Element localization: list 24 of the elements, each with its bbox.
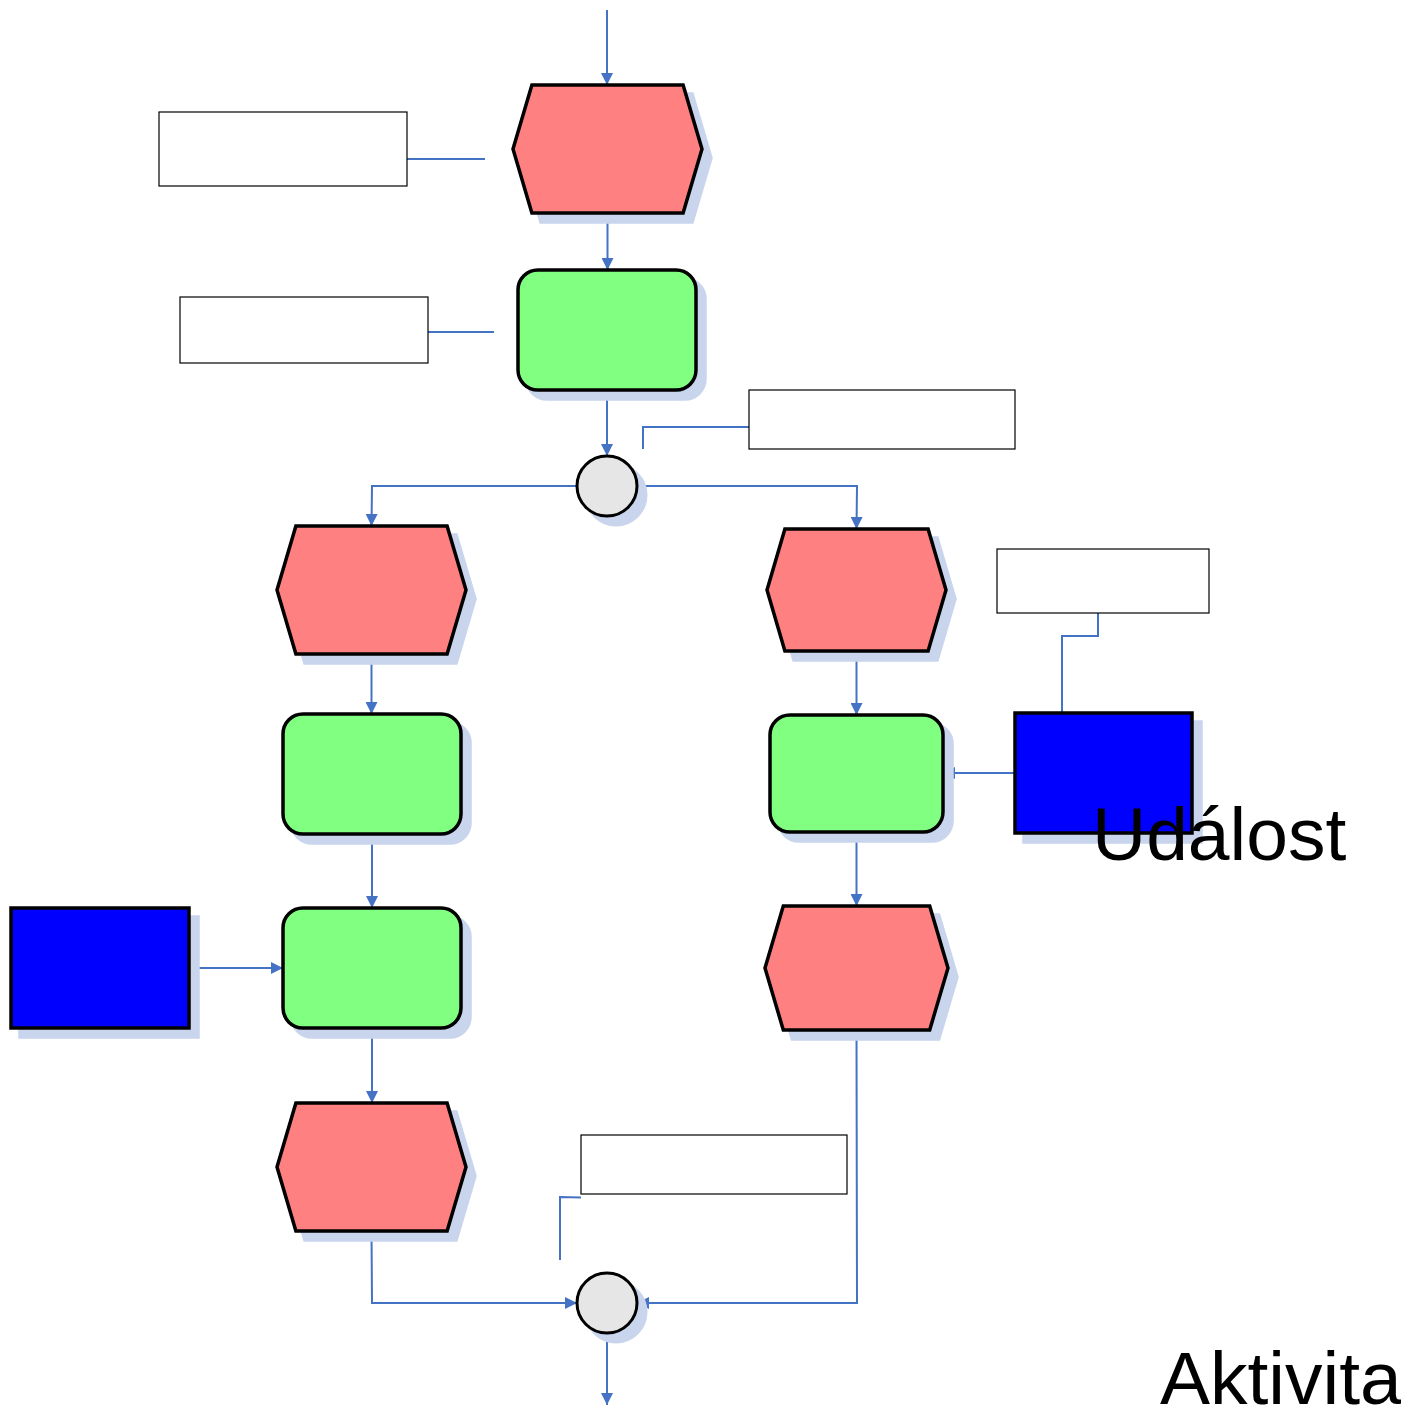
function-box [283,908,461,1028]
function-box [518,270,696,390]
function-box [283,714,461,834]
annotation-box [159,112,407,186]
leader-line [642,426,750,450]
function-box [770,715,943,832]
annotation-box [749,390,1015,449]
leader-line [559,1195,582,1261]
event-hexagon [277,1103,466,1231]
arrow [601,9,613,86]
annotation-box [581,1135,847,1194]
connector-circle [577,1273,637,1333]
connector-circle [577,456,637,516]
event-hexagon [767,529,946,651]
arrow [365,485,578,527]
organization-box [11,908,189,1028]
event-hexagon [277,526,466,654]
label-text: Událost [1092,797,1347,872]
annotation-box [180,297,428,363]
event-hexagon [765,906,948,1030]
event-hexagon [513,85,702,213]
annotation-box [997,549,1209,613]
arrow [636,485,863,530]
arrow [601,1332,613,1406]
